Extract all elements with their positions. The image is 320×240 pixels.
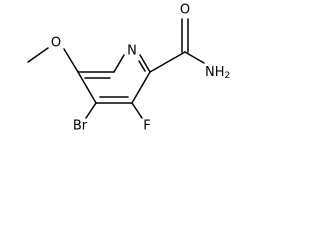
chemical-structure: N O NH2 O Br F — [27, 3, 230, 134]
bond-methoxy-o-methyl — [27, 47, 49, 63]
bond-n1-c2 — [139, 54, 151, 73]
bromo-substituent: Br — [73, 102, 97, 134]
bond-c6-n1 — [113, 54, 125, 73]
carbonyl-oxygen-label: O — [180, 3, 190, 18]
methoxy-oxygen-label: O — [51, 36, 61, 51]
amide-subscript-text: 2 — [225, 71, 231, 81]
amide-nh2-label: NH2 — [205, 65, 230, 82]
carboxamide-group: O NH2 — [149, 3, 230, 82]
bond-c6-methoxy-o — [63, 48, 79, 73]
pyridine-ring — [77, 54, 151, 104]
bromine-label: Br — [73, 119, 88, 134]
bond-c2-c3 — [131, 71, 151, 104]
bond-c4-bromine — [85, 102, 97, 119]
bond-n1-c2-inner — [138, 60, 146, 72]
bond-c2-carbonyl — [149, 51, 186, 73]
fluoro-substituent: F — [131, 102, 151, 134]
amide-nh-text: NH — [205, 65, 225, 80]
ring-nitrogen-label: N — [127, 44, 137, 59]
methoxy-group: O — [27, 36, 79, 73]
bond-c4-c5 — [77, 71, 97, 104]
bond-carbonyl-amide-n — [184, 51, 205, 64]
bond-c3-fluorine — [131, 102, 143, 119]
fluorine-label: F — [143, 119, 150, 134]
